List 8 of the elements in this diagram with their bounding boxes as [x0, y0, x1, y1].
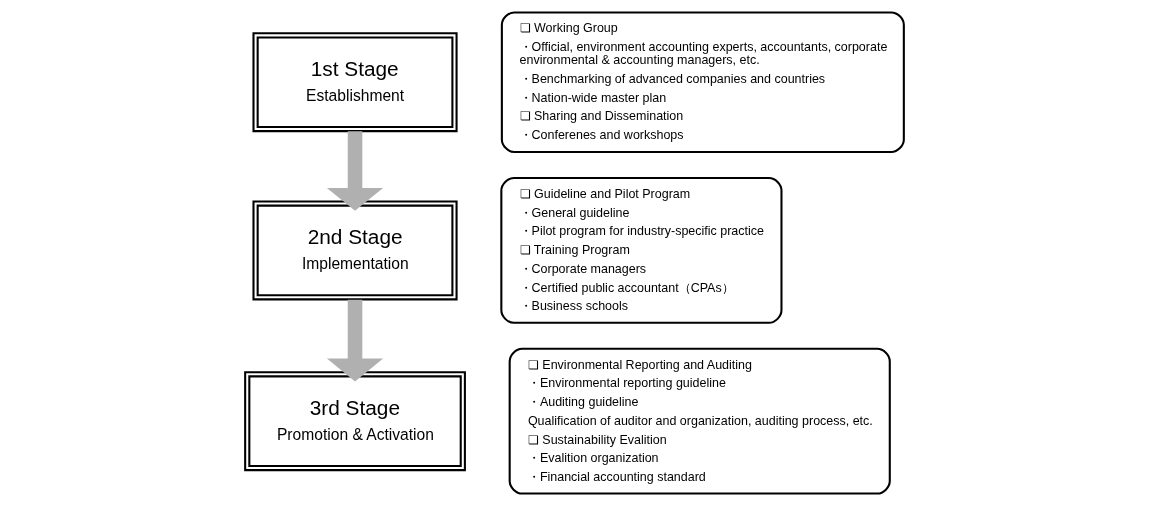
node-box: ❏ Environmental Reporting and Auditing ・Environmental reporting guideline ・Auditing guideline Qualification of auditor and organization, auditing process, etc. ❏ Sustainability Evalition ・Evalition organization ・Financial accounting standard: [508, 347, 891, 495]
node-box: 1st Stage Establishment: [252, 32, 458, 133]
arrow: [326, 299, 384, 382]
node-box: 2nd Stage Implementation: [252, 200, 458, 301]
node-box: 3rd Stage Promotion & Activation: [244, 371, 466, 472]
arrow: [326, 131, 384, 211]
node-box: ❏ Working Group ・Official, environment accounting experts, accountants, corporate environmental & accounting managers, etc. ・Benchmarking of advanced companies and countries ・Nation-wide master plan ❏ Sharing and Dissemination ・Conferenes and workshops: [500, 11, 905, 154]
node-box: ❏ Guideline and Pilot Program ・General guideline ・Pilot program for industry-specific practice ❏ Training Program ・Corporate managers ・Certified public accountant（CPAs） ・Business schools: [500, 177, 783, 324]
